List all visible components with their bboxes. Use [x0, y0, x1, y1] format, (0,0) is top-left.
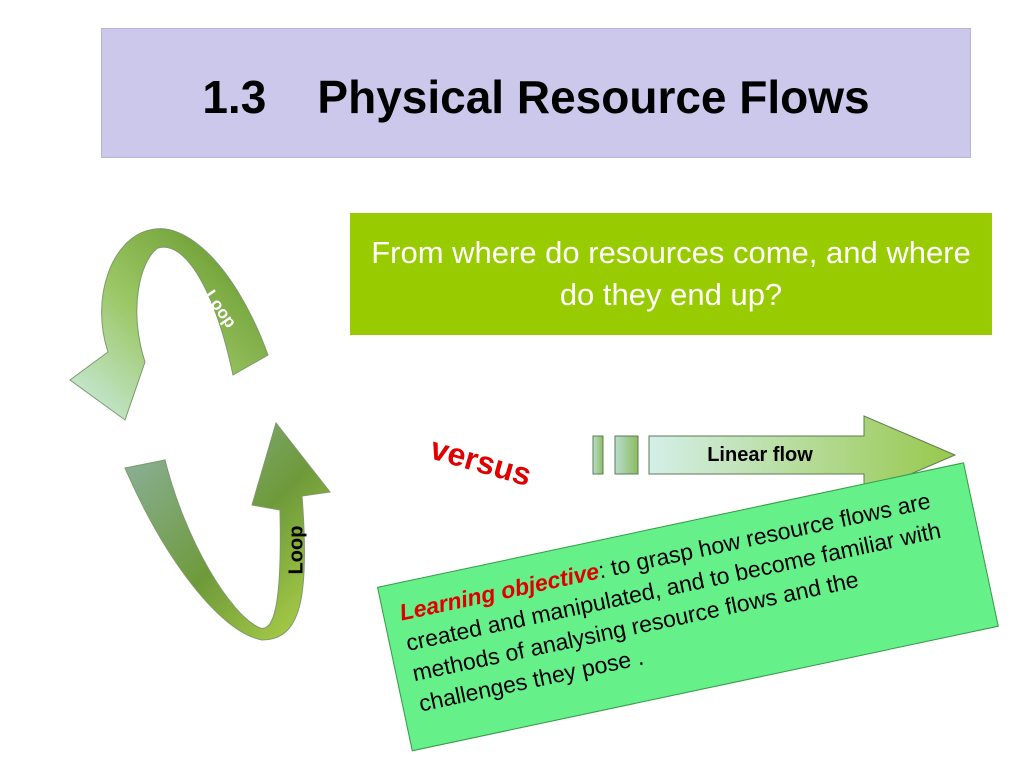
- loop-arrow-bottom: [124, 421, 331, 641]
- slide-title: 1.3 Physical Resource Flows: [202, 71, 870, 123]
- linear-flow-bar-1: [592, 435, 604, 475]
- loop-label-bottom: Loop: [285, 526, 307, 575]
- question-box: From where do resources come, and where …: [350, 213, 992, 335]
- question-text: From where do resources come, and where …: [371, 235, 971, 312]
- title-banner: 1.3 Physical Resource Flows: [101, 28, 971, 158]
- linear-flow-label: Linear flow: [707, 444, 813, 466]
- loop-arrow-top: [69, 228, 269, 421]
- versus-label: versus: [426, 430, 535, 493]
- linear-flow-bar-2: [614, 435, 639, 475]
